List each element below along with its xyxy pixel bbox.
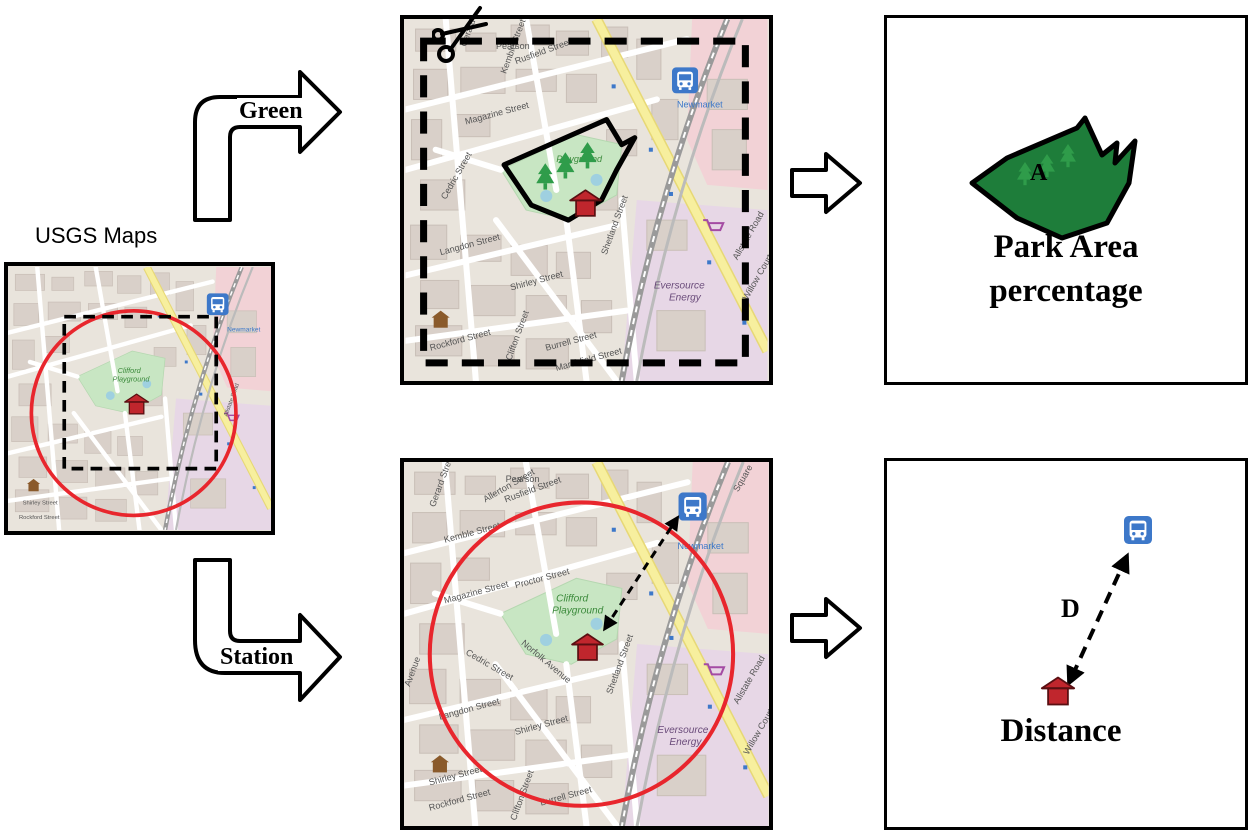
bus-stop-icon	[1124, 516, 1152, 544]
crop-box	[420, 37, 749, 367]
eversource-label: Eversource	[657, 725, 709, 736]
distance-letter: D	[1061, 594, 1080, 623]
park-area-result-panel: A Park Area percentage	[884, 15, 1248, 385]
to-park-result-arrow	[790, 152, 862, 214]
playground-label: Clifford	[556, 594, 588, 605]
station-branch-arrow	[193, 558, 342, 702]
station-map: Allerton Street Gerard Street Kemble Str…	[404, 462, 769, 826]
source-label: USGS Maps	[35, 223, 158, 248]
distance-label: Distance	[1000, 713, 1122, 749]
green-branch-label: Green	[237, 98, 305, 125]
to-distance-result-arrow	[790, 597, 862, 659]
park-outline	[501, 117, 638, 223]
newmarket-label: Newmarket	[678, 541, 724, 551]
green-branch-arrow	[193, 70, 342, 222]
house-icon	[1040, 676, 1076, 706]
street-label: Pearson	[506, 474, 540, 484]
scissors-icon	[432, 6, 488, 63]
park-area-label-line2: percentage	[989, 273, 1143, 309]
station-branch-label: Station	[218, 644, 296, 671]
source-map-panel: Clifford Playground Newmarket Shirley St…	[4, 262, 275, 535]
newmarket-label: Newmarket	[677, 99, 723, 109]
distance-result-panel: D Distance	[884, 458, 1248, 830]
street-label: Rockford Street	[19, 515, 60, 521]
street-label: Shirley Street	[23, 500, 58, 506]
green-map: Gerard Street Kemble Street Magazine Str…	[404, 19, 769, 381]
playground-label: Playground	[556, 154, 603, 164]
park-area-label: Park Area percentage	[887, 225, 1245, 313]
green-map-panel: Gerard Street Kemble Street Magazine Str…	[400, 15, 773, 385]
eversource-label-2: Energy	[669, 737, 702, 748]
bus-stop-icon	[206, 293, 229, 316]
newmarket-label: Newmarket	[227, 326, 260, 333]
playground-label: Clifford	[118, 366, 142, 375]
distance-diagram	[1040, 516, 1152, 706]
distance-arrow	[1066, 552, 1130, 687]
eversource-label: Eversource	[654, 280, 705, 291]
park-region-letter: A	[1030, 160, 1048, 186]
street-label: Pearson	[496, 41, 530, 51]
source-map: Clifford Playground Newmarket Shirley St…	[8, 266, 271, 531]
bus-stop-icon	[671, 67, 699, 94]
radius-circle	[427, 500, 736, 808]
bus-stop-icon	[678, 492, 707, 521]
distance-arrow	[603, 515, 680, 632]
park-region	[969, 115, 1138, 241]
station-map-panel: Allerton Street Gerard Street Kemble Str…	[400, 458, 773, 830]
playground-label-2: Playground	[552, 606, 604, 617]
park-area-label-line1: Park Area	[993, 229, 1139, 265]
playground-label-2: Playground	[112, 375, 150, 384]
radius-circle	[29, 309, 238, 518]
eversource-label-2: Energy	[669, 293, 702, 304]
